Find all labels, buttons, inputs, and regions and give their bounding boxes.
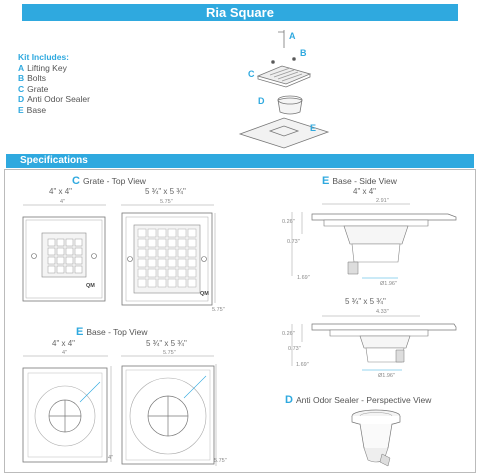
- callout-c: C: [248, 69, 255, 79]
- base-side-large-h2: 0.73": [288, 346, 301, 352]
- base-side-small-h1: 0.26": [282, 219, 295, 225]
- base-small-drawing: [22, 355, 112, 463]
- base-side-large-dia: Ø1.96": [378, 373, 395, 379]
- base-side-large-size: 5 ¾" x 5 ¾": [345, 297, 386, 306]
- base-large-dim: 5.75": [163, 350, 176, 356]
- specifications-banner: Specifications: [6, 154, 474, 168]
- base-side-large-h3: 1.69": [296, 362, 309, 368]
- specifications-heading: Specifications: [20, 155, 88, 166]
- base-side-small-drawing: [291, 203, 457, 279]
- base-large-drawing: [121, 355, 217, 466]
- grate-small-size: 4" x 4": [49, 187, 73, 196]
- callout-d: D: [258, 96, 265, 106]
- grate-large-drawing: [121, 204, 216, 306]
- specifications-frame: [4, 169, 476, 473]
- callout-e: E: [310, 123, 317, 133]
- callout-a: A: [289, 31, 296, 41]
- exploded-assembly-drawing: [238, 30, 330, 149]
- page-title-banner: Ria Square: [22, 4, 458, 21]
- grate-large-side-dim: 5.75": [212, 307, 225, 313]
- grate-large-dim: 5.75": [160, 199, 173, 205]
- base-large-side-dim: 5.75": [214, 458, 227, 464]
- grate-large-size: 5 ¾" x 5 ¾": [145, 187, 186, 196]
- base-large-size: 5 ¾" x 5 ¾": [146, 339, 187, 348]
- base-small-dim: 4": [62, 350, 68, 356]
- base-side-small-size: 4" x 4": [353, 187, 377, 196]
- base-side-large-width: 4.33": [376, 309, 389, 315]
- base-side-large-h1: 0.26": [282, 331, 295, 337]
- base-side-small-h3: 1.69": [297, 275, 310, 281]
- kit-heading: Kit Includes:: [18, 52, 70, 62]
- grate-large-logo: QM: [200, 291, 209, 297]
- sealer-drawing: [351, 409, 401, 467]
- grate-small-dim: 4": [60, 199, 66, 205]
- base-side-large-drawing: [291, 315, 457, 371]
- base-small-side-dim: 4": [108, 455, 114, 461]
- grate-small-logo: QM: [86, 283, 95, 289]
- grate-small-drawing: [22, 204, 106, 302]
- page-title: Ria Square: [206, 5, 274, 20]
- base-side-small-dia: Ø1.96": [380, 281, 397, 287]
- base-side-small-h2: 0.73": [287, 239, 300, 245]
- base-small-size: 4" x 4": [52, 339, 76, 348]
- base-side-small-width: 2.91": [376, 198, 389, 204]
- callout-b: B: [300, 48, 307, 58]
